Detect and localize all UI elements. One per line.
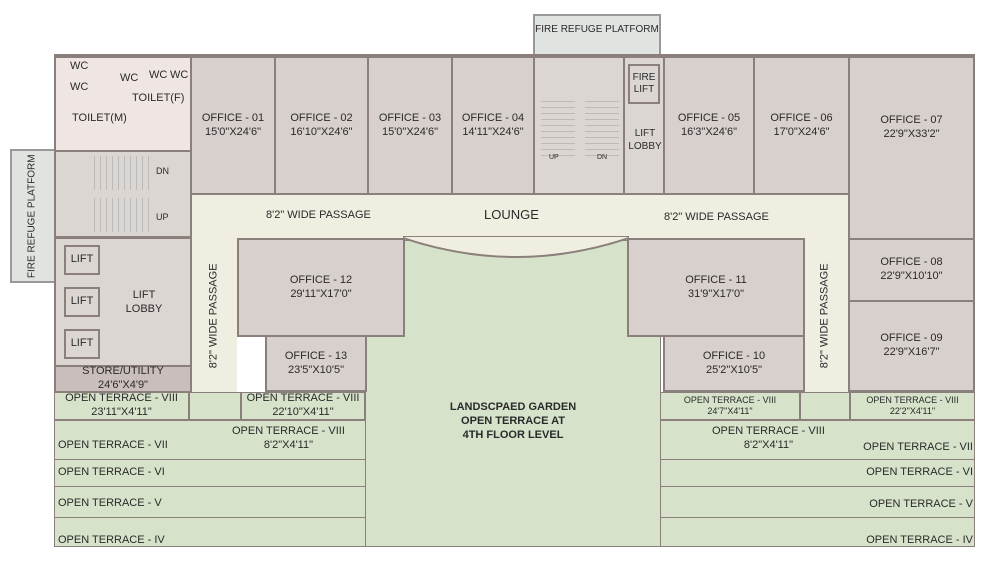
lift-core: LIFT LIFT LIFT LIFT LOBBY xyxy=(54,237,192,367)
passage-horizontal xyxy=(192,195,848,240)
terrace-v-right: OPEN TERRACE - V xyxy=(869,498,973,510)
lift-2: LIFT xyxy=(64,287,100,317)
lift-1: LIFT xyxy=(64,245,100,275)
terrace-vii-right: OPEN TERRACE - VII xyxy=(863,441,973,453)
terrace-left-block xyxy=(54,420,366,547)
toilet-male-label: TOILET(M) xyxy=(72,112,127,124)
terrace-viii-r3-area xyxy=(800,392,850,420)
garden-label-2: OPEN TERRACE AT xyxy=(461,414,565,427)
toilet-female-label: TOILET(F) xyxy=(132,92,185,104)
wc-label: WC xyxy=(170,69,189,81)
toilet-block: WC WC WC WC WC TOILET(F) TOILET(M) xyxy=(54,56,192,152)
terrace-right-block xyxy=(660,420,975,547)
terrace-vi-left: OPEN TERRACE - VI xyxy=(58,466,165,478)
lounge-curve xyxy=(403,236,629,258)
passage-label-right: 8'2" WIDE PASSAGE xyxy=(664,211,769,223)
wc-label: WC xyxy=(70,60,89,72)
passage-label-left: 8'2" WIDE PASSAGE xyxy=(266,209,371,221)
passage-vertical-left: 8'2" WIDE PASSAGE xyxy=(192,240,237,392)
terrace-viii-l3-area xyxy=(189,392,241,420)
staircase-center: UP DN xyxy=(533,56,625,195)
lift-lobby-label: LIFT LOBBY xyxy=(125,289,163,315)
fire-lift-block: FIRE LIFT LIFT LOBBY xyxy=(623,56,665,195)
terrace-iv-right: OPEN TERRACE - IV xyxy=(866,534,973,546)
fire-lift: FIRE LIFT xyxy=(628,64,660,104)
lift-3: LIFT xyxy=(64,329,100,359)
wc-label: WC xyxy=(120,72,139,84)
staircase-left: DN UP xyxy=(54,150,192,238)
terrace-v-left: OPEN TERRACE - V xyxy=(58,497,162,509)
passage-vertical-right: 8'2" WIDE PASSAGE xyxy=(803,240,848,392)
garden-label-3: 4TH FLOOR LEVEL xyxy=(462,428,564,441)
terrace-vii-left: OPEN TERRACE - VII xyxy=(58,439,168,451)
wc-label: WC xyxy=(70,81,89,93)
fire-refuge-platform-left: FIRE REFUGE PLATFORM xyxy=(10,149,56,283)
terrace-iv-left: OPEN TERRACE - IV xyxy=(58,534,165,546)
fire-lift-lobby: LIFT LOBBY xyxy=(628,128,662,152)
landscaped-garden: LANDSCPAED GARDEN OPEN TERRACE AT 4TH FL… xyxy=(365,240,661,547)
garden-label-1: LANDSCPAED GARDEN xyxy=(449,401,577,413)
terrace-vi-right: OPEN TERRACE - VI xyxy=(866,466,973,478)
fire-refuge-platform-top: FIRE REFUGE PLATFORM xyxy=(533,14,661,58)
outer-wall-top xyxy=(54,54,975,57)
wc-label: WC xyxy=(149,69,168,81)
lounge-label: LOUNGE xyxy=(484,207,539,222)
